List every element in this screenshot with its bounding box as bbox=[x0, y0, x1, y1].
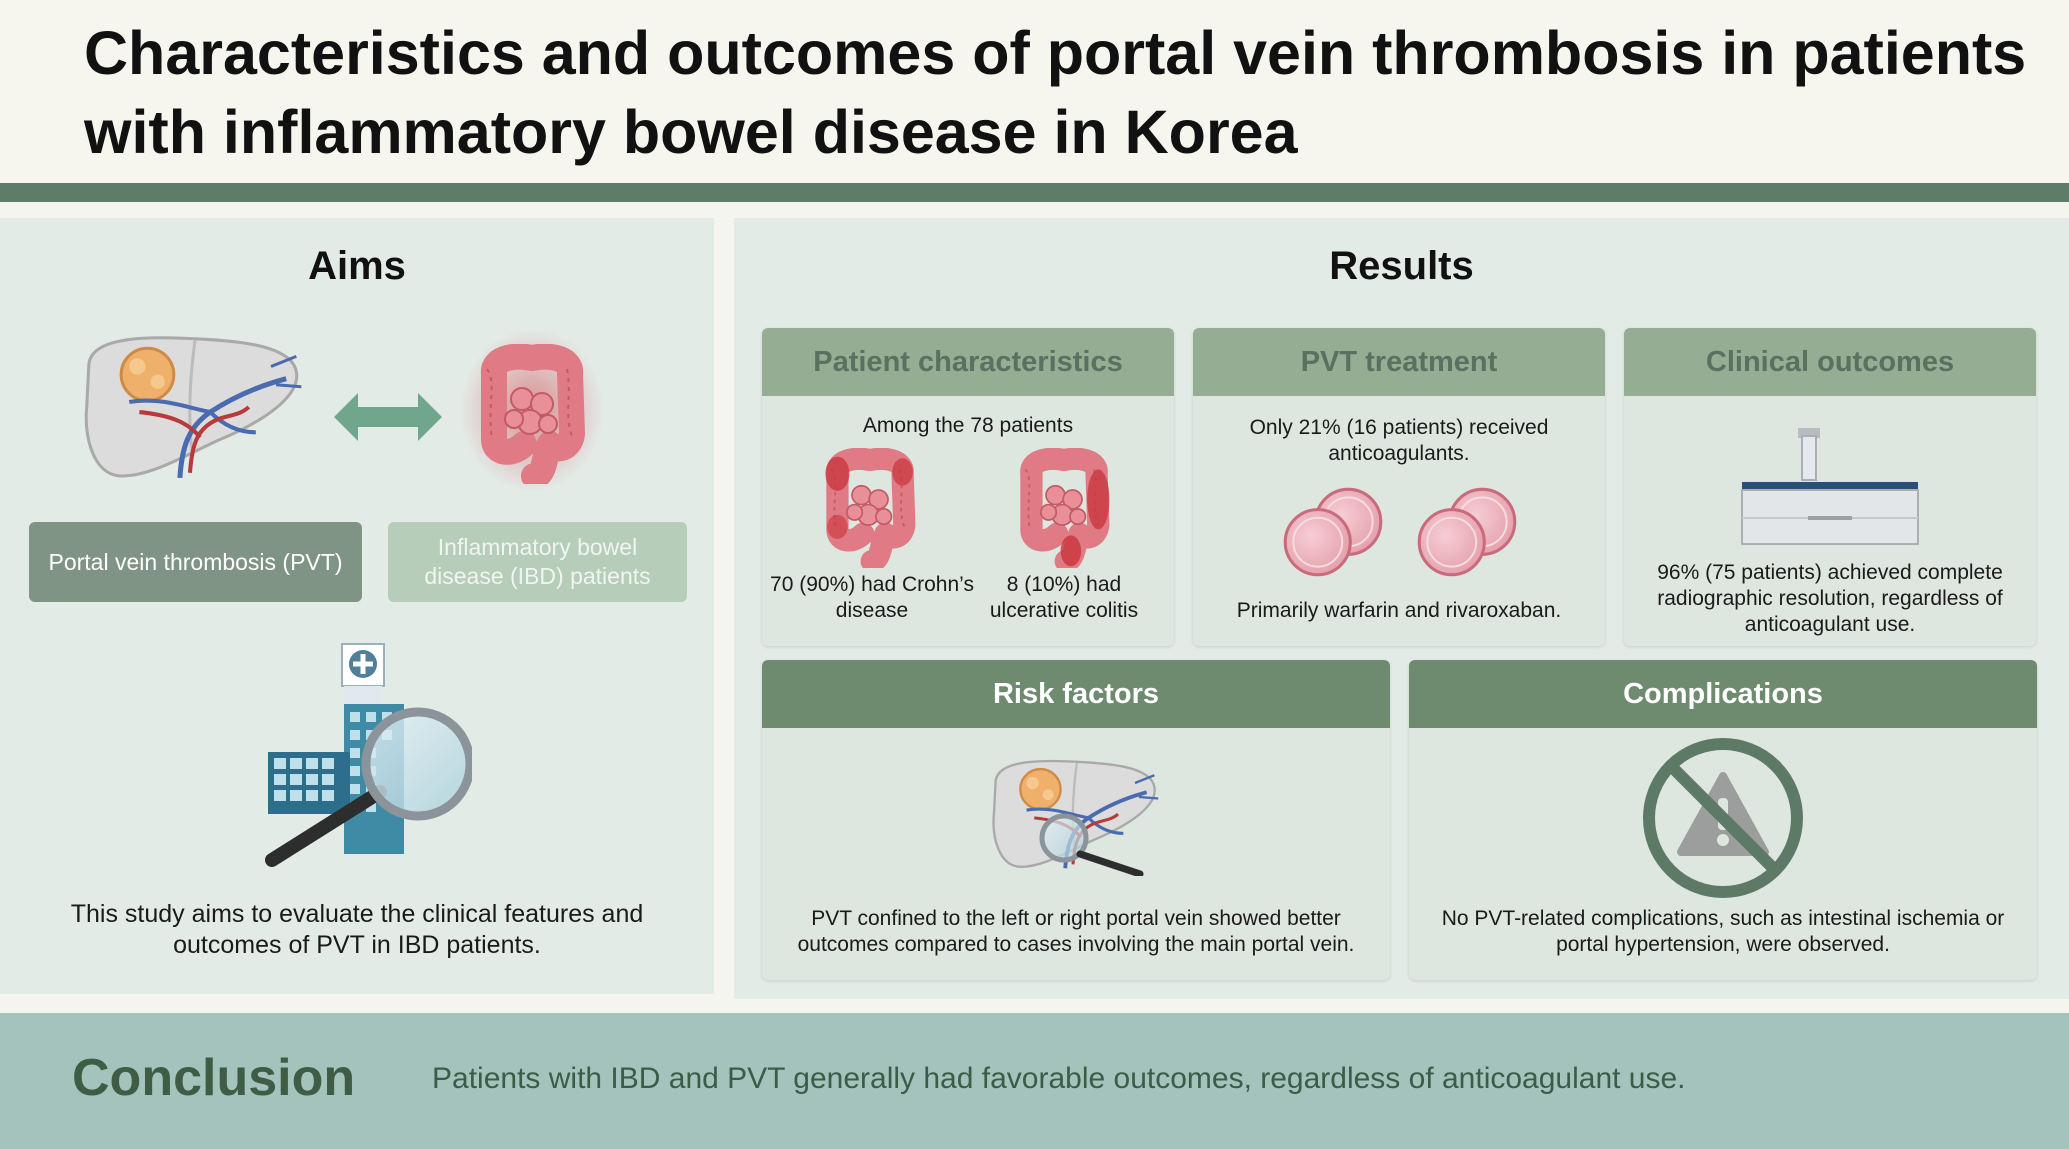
patient-characteristics-header: Patient characteristics bbox=[762, 328, 1174, 396]
patient-count-text: Among the 78 patients bbox=[862, 414, 1074, 437]
conclusion-label: Conclusion bbox=[72, 1049, 356, 1107]
bidirectional-arrow-icon bbox=[334, 393, 442, 441]
resolution-text: 96% (75 patients) achieved complete radi… bbox=[1657, 561, 2003, 636]
anticoagulant-rate-text: Only 21% (16 patients) received anticoag… bbox=[1249, 416, 1549, 465]
pvt-treatment-header: PVT treatment bbox=[1193, 328, 1605, 396]
pvt-label: Portal vein thrombosis (PVT) bbox=[29, 522, 362, 602]
no-warning-icon bbox=[1643, 738, 1803, 898]
aims-heading: Aims bbox=[308, 244, 406, 288]
pill-icon bbox=[1406, 486, 1528, 578]
conclusion-text: Patients with IBD and PVT generally had … bbox=[432, 1062, 1686, 1095]
ct-scanner-icon bbox=[1741, 428, 1919, 545]
drug-types-text: Primarily warfarin and rivaroxaban. bbox=[1236, 599, 1562, 622]
risk-factors-text: PVT confined to the left or right portal… bbox=[797, 907, 1355, 956]
risk-factors-header: Risk factors bbox=[762, 660, 1390, 728]
crohns-colon-icon bbox=[818, 448, 922, 568]
crohns-text: 70 (90%) had Crohn’s disease bbox=[770, 573, 974, 622]
liver-icon bbox=[68, 326, 312, 488]
aims-text: This study aims to evaluate the clinical… bbox=[70, 900, 644, 959]
page-title: Characteristics and outcomes of portal v… bbox=[84, 19, 2027, 166]
complications-text: No PVT-related complications, such as in… bbox=[1441, 907, 2005, 956]
results-heading: Results bbox=[1329, 244, 1474, 288]
pill-icon bbox=[1272, 486, 1394, 578]
ibd-label: Inflammatory bowel disease (IBD) patient… bbox=[388, 522, 687, 602]
clinical-outcomes-header: Clinical outcomes bbox=[1624, 328, 2036, 396]
hospital-icon bbox=[265, 643, 472, 867]
conclusion-band bbox=[0, 1013, 2069, 1149]
title-divider-band bbox=[0, 183, 2069, 202]
uc-colon-icon bbox=[1012, 448, 1116, 568]
uc-text: 8 (10%) had ulcerative colitis bbox=[989, 573, 1139, 622]
complications-header: Complications bbox=[1409, 660, 2037, 728]
liver-magnifier-icon bbox=[991, 759, 1161, 876]
colon-icon bbox=[460, 330, 604, 492]
title-area bbox=[0, 0, 2069, 183]
